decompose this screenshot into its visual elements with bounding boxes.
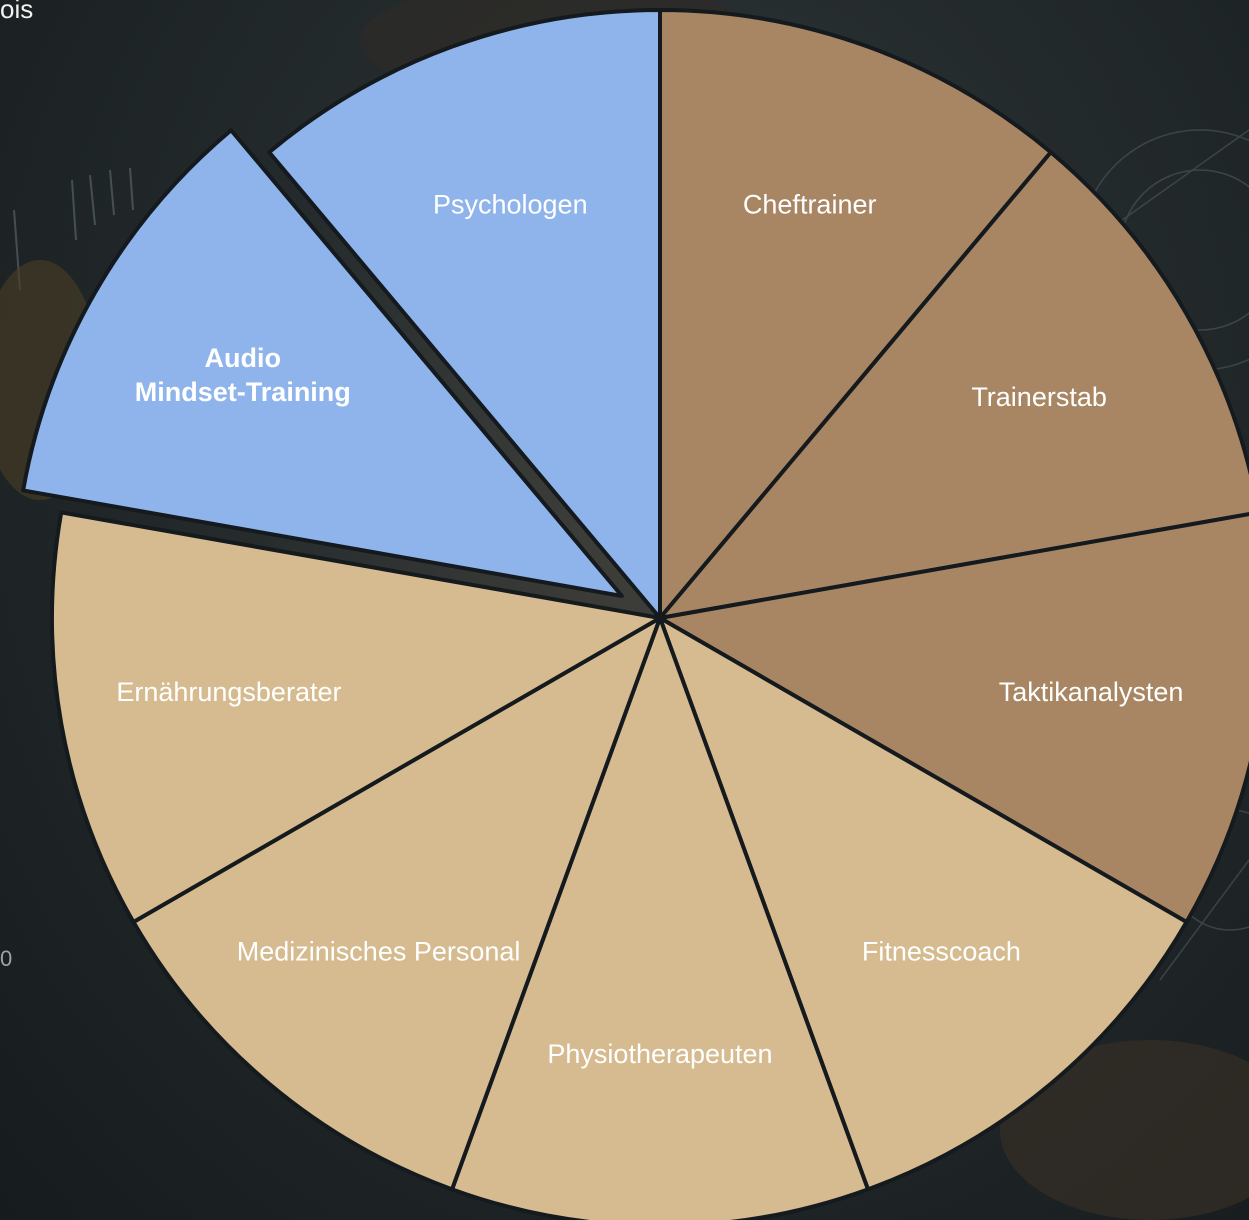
side-digit: 0: [0, 946, 13, 971]
label-psychologen: Psychologen: [433, 190, 588, 220]
label-fitnesscoach: Fitnesscoach: [862, 936, 1021, 966]
label-taktikanalysten: Taktikanalysten: [999, 677, 1184, 707]
label-cheftrainer: Cheftrainer: [743, 190, 877, 220]
label-line: Audio: [205, 343, 281, 373]
segment-medizinisches-personal: [131, 616, 662, 1192]
label-line: Mindset-Training: [135, 377, 351, 407]
segment-taktikanalysten: [658, 512, 1249, 924]
segment-fitnesscoach: [658, 616, 1189, 1192]
label-medizinisches-personal: Medizinisches Personal: [237, 936, 521, 966]
segment-ernaehrungsberater: [50, 510, 662, 924]
segment-psychologen: [267, 8, 662, 620]
label-ernaehrungsberater: Ernährungsberater: [116, 677, 341, 707]
segment-cheftrainer: [658, 8, 1053, 620]
label-trainerstab: Trainerstab: [971, 382, 1107, 412]
segment-trainerstab: [658, 150, 1249, 620]
corner-text: ois: [0, 0, 34, 24]
segment-audio-mindset-training: [21, 128, 624, 598]
label-physiotherapeuten: Physiotherapeuten: [547, 1039, 772, 1069]
segment-physiotherapeuten: [450, 616, 870, 1220]
